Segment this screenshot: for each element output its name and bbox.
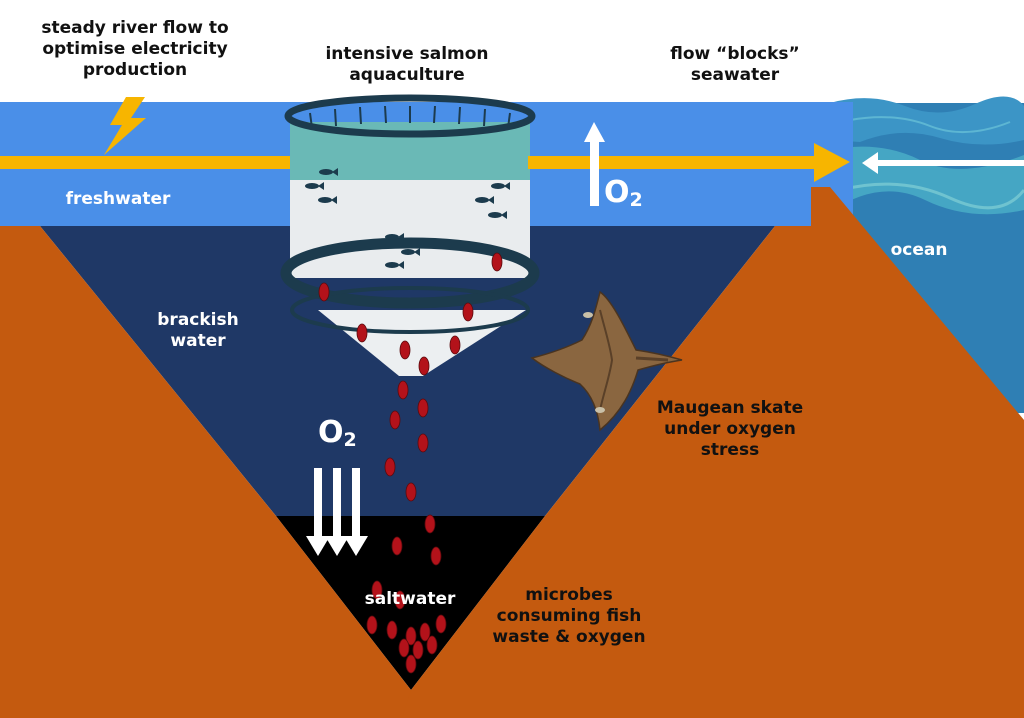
freshwater-label: freshwater bbox=[65, 189, 171, 209]
skate-label: Maugean skate under oxygen stress bbox=[656, 398, 804, 460]
waste-pellets bbox=[318, 252, 503, 674]
saltwater-wedge bbox=[276, 516, 545, 690]
ocean-label: ocean bbox=[890, 240, 948, 260]
river-flow-label: steady river flow to optimise electricit… bbox=[41, 18, 229, 80]
arrow-down-icon bbox=[306, 468, 368, 556]
aquaculture-label: intensive salmon aquaculture bbox=[325, 44, 489, 85]
lightning-icon bbox=[104, 97, 146, 155]
flow-blocks-label: flow “blocks” seawater bbox=[670, 44, 800, 85]
oxygen-label-deep: O2 bbox=[318, 418, 357, 455]
sediment-right bbox=[402, 187, 1024, 718]
saltwater-label: saltwater bbox=[364, 589, 456, 609]
skate-icon bbox=[530, 290, 683, 432]
salmon-pen bbox=[280, 94, 540, 376]
oxygen-symbol: O bbox=[604, 175, 630, 210]
sediment-left bbox=[0, 226, 420, 718]
arrow-up-icon bbox=[584, 122, 605, 206]
arrow-left-icon bbox=[862, 152, 1024, 174]
microbes-label: microbes consuming fish waste & oxygen bbox=[492, 585, 646, 647]
salmon-icon bbox=[305, 168, 510, 269]
arrow-right-icon bbox=[0, 143, 850, 182]
oxygen-symbol: O bbox=[318, 415, 344, 450]
oxygen-subscript: 2 bbox=[343, 429, 357, 451]
oxygen-label-surface: O2 bbox=[604, 178, 643, 215]
brackish-label: brackish water bbox=[157, 310, 239, 351]
oxygen-subscript: 2 bbox=[629, 189, 643, 211]
